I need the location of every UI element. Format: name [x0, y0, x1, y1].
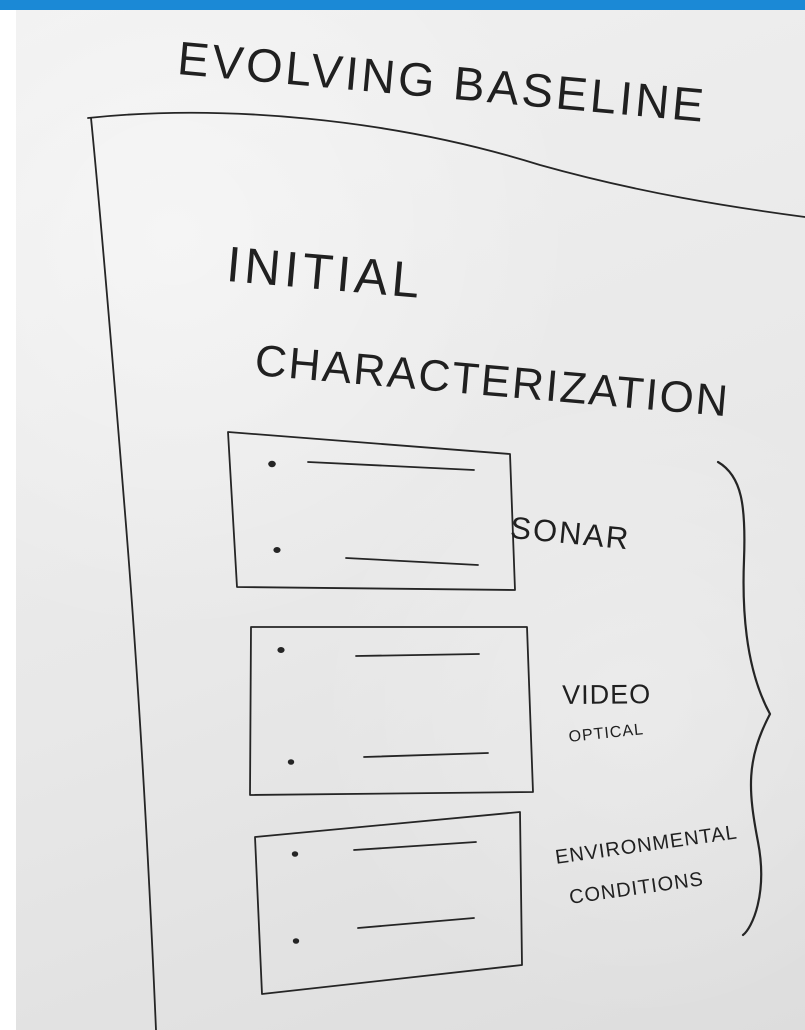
bracket-icon [716, 460, 772, 937]
top-accent-bar [0, 0, 805, 10]
sonar-box-outline [227, 431, 516, 591]
video-optical-line-top [355, 653, 480, 657]
environmental-line-bottom [357, 917, 475, 929]
environmental-conditions-box-outline [254, 811, 523, 995]
bullet-icon [273, 547, 281, 553]
bullet-icon [291, 851, 299, 857]
video-label-line-1: VIDEO [561, 679, 652, 710]
video-optical-box-outline [249, 626, 534, 796]
bullet-icon [287, 759, 295, 765]
left-border-strip [0, 10, 16, 1030]
sonar-line-top [307, 461, 475, 471]
environmental-line-top [353, 841, 477, 851]
bullet-icon [277, 647, 285, 653]
sonar-line-bottom [345, 557, 479, 566]
bullet-icon [292, 938, 300, 944]
bullet-icon [268, 460, 276, 468]
outer-frame-left-line [90, 117, 157, 1030]
outer-frame-top-line [87, 111, 805, 218]
video-optical-line-bottom [363, 752, 489, 758]
